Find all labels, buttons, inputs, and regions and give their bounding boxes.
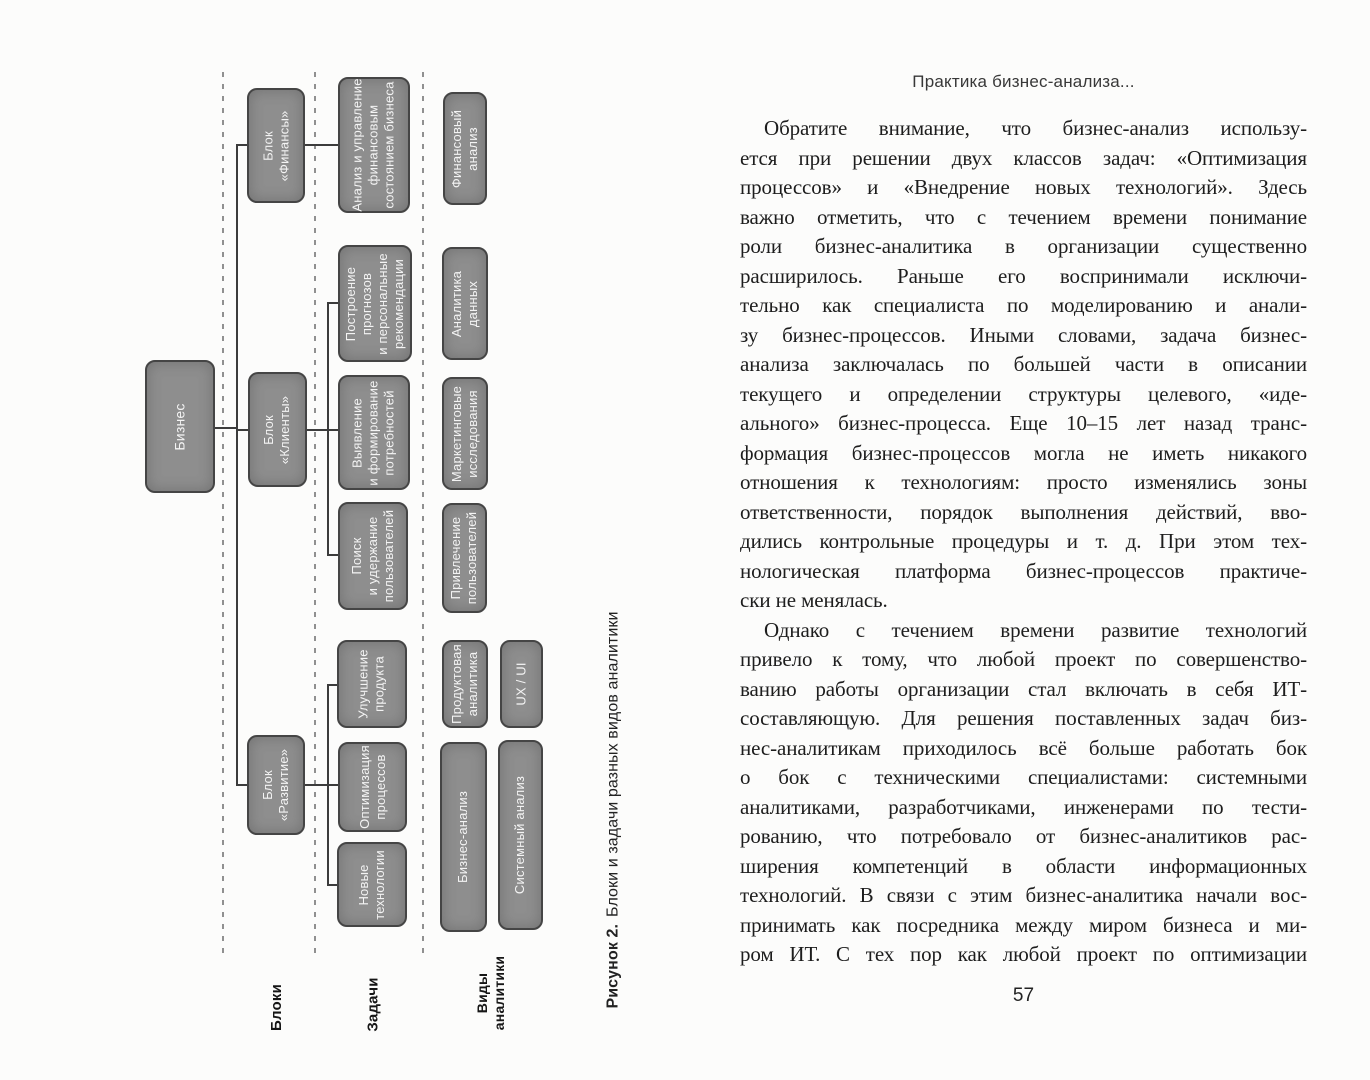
paragraph: Обратите внимание, что бизнес-анализ исп… [740,114,1307,616]
node-label: Блок «Развитие» [260,748,292,822]
text-line: Однако с течением времени развитие техно… [764,617,1307,642]
text-line: нологическая платформа бизнес-процессов … [740,558,1307,583]
node-label: Поиск и удержание пользователей [349,509,396,603]
node-label: Выявление и формирование потребностей [350,379,397,486]
node-label: Маркетинговые исследования [449,385,481,482]
connector-line [327,302,338,304]
connector-line [215,427,237,429]
text-line: роли бизнес-аналитика в организации суще… [740,234,1307,258]
node-block-clients: Блок «Клиенты» [248,372,307,487]
node-label: Блок «Клиенты» [261,395,293,464]
node-analytics-system-analysis: Системный анализ [498,740,543,930]
text-line: привело к тому, что любой проект по сове… [740,647,1307,671]
dashed-separator [314,72,316,958]
text-line: зу бизнес-процессов. Иными словами, зада… [740,322,1307,347]
node-block-finance: Блок «Финансы» [247,88,305,203]
node-task-forecasts: Построение прогнозов и персональные реко… [338,245,412,362]
paragraph: Однако с течением времени развитие техно… [740,616,1307,970]
connector-line [305,144,338,146]
connector-line [236,784,248,786]
node-task-product-improvement: Улучшение продукта [337,640,407,728]
text-line: ром ИТ. С тех пор как любой проект по оп… [740,942,1307,966]
node-label: Финансовый анализ [449,109,480,188]
node-label: Системный анализ [512,775,528,895]
node-block-development: Блок «Развитие» [247,735,305,835]
connector-line [236,429,249,431]
node-analytics-uxui: UX / UI [500,640,543,728]
text-line: текущего и определении структуры целевог… [740,381,1307,406]
text-line: о бок с техническими специалистами: сист… [740,765,1307,789]
node-label: Анализ и управление финансовым состояние… [350,78,397,212]
node-label: Бизнес [172,402,188,451]
text-line: дились контрольные процедуры и т. д. При… [740,529,1307,553]
node-label: Улучшение продукта [356,649,388,719]
node-business: Бизнес [145,360,215,493]
connector-branch [327,302,329,556]
dashed-separator [222,72,224,958]
node-label: UX / UI [513,662,529,706]
text-line: технологий. В связи с этим бизнес-аналит… [740,883,1307,907]
body-text: Обратите внимание, что бизнес-анализ исп… [740,114,1307,970]
column-label-analytics-types: Виды аналитики [474,955,507,1031]
node-task-new-technologies: Новые технологии [337,842,407,927]
text-line: ответственности, порядок выполнения дейс… [740,499,1307,524]
node-task-process-optimization: Оптимизация процессов [338,742,407,832]
text-line: ширения компетенций в области информацио… [740,853,1307,878]
connector-line [327,884,338,886]
text-line: отношения к технологиям: просто изменяли… [740,470,1307,494]
text-line: составляющую. Для решения поставленных з… [740,706,1307,730]
node-analytics-acquisition: Привлечение пользователей [442,503,487,613]
figure-caption: Рисунок 2. Блоки и задачи разных видов ан… [600,608,628,1012]
running-head: Практика бизнес-анализа... [912,72,1135,91]
node-label: Привлечение пользователей [448,511,480,605]
node-task-finance-management: Анализ и управление финансовым состояние… [338,77,410,213]
connector-line [236,144,248,146]
text-line: тельно как специалиста по моделированию … [740,293,1307,317]
node-label: Оптимизация процессов [356,745,388,829]
column-label-blocks: Блоки [267,983,285,1031]
text-line: важно отметить, что с течением времени п… [740,204,1307,229]
text-line: принимать как посредника между миром биз… [740,912,1307,937]
text-line: формация бизнес-процессов могла не иметь… [740,440,1307,465]
text-line: ального» бизнес-процесса. Еще 10–15 лет … [740,411,1307,435]
node-analytics-product: Продуктовая аналитика [442,640,488,728]
node-task-needs: Выявление и формирование потребностей [338,375,410,490]
node-label: Построение прогнозов и персональные реко… [343,252,407,355]
text-line: ванию работы организации стал включать в… [740,676,1307,701]
connector-branch [327,684,329,886]
text-line: нес-аналитикам приходилось всё больше ра… [740,735,1307,760]
node-analytics-data: Аналитика данных [442,247,488,360]
text-line: ски не менялась. [740,588,888,612]
text-line: анализа заключалась по большей части в о… [740,352,1307,376]
node-analytics-marketing: Маркетинговые исследования [442,377,488,490]
node-label: Блок «Финансы» [260,110,291,181]
text-line: ется при решении двух классов задач: «Оп… [740,145,1307,170]
node-analytics-financial: Финансовый анализ [443,92,487,205]
figure-caption-number: Рисунок 2. [605,923,623,1009]
text-line: расширилось. Раньше его воспринимали иск… [740,263,1307,288]
connector-trunk [236,144,238,786]
node-label: Новые технологии [356,849,388,920]
node-analytics-business-analysis: Бизнес-анализ [440,742,487,932]
text-line: аналитиками, разработчиками, инженерами … [740,794,1307,819]
node-label: Бизнес-анализ [455,790,471,884]
dashed-separator [422,72,424,958]
node-task-retention: Поиск и удержание пользователей [338,502,408,610]
node-label: Аналитика данных [449,270,480,337]
figure-caption-title: Блоки и задачи разных видов аналитики [605,611,623,917]
page-number: 57 [1012,985,1035,1006]
text-line: Обратите внимание, что бизнес-анализ исп… [764,116,1307,140]
text-line: рованию, что потребовало от бизнес-анали… [740,824,1307,848]
connector-line [305,784,338,786]
text-line: процессов» и «Внедрение новых технологий… [740,175,1307,199]
connector-line [307,429,338,431]
column-label-tasks: Задачи [364,976,382,1032]
connector-line [327,684,338,686]
connector-line [327,554,338,556]
node-label: Продуктовая аналитика [449,644,480,724]
